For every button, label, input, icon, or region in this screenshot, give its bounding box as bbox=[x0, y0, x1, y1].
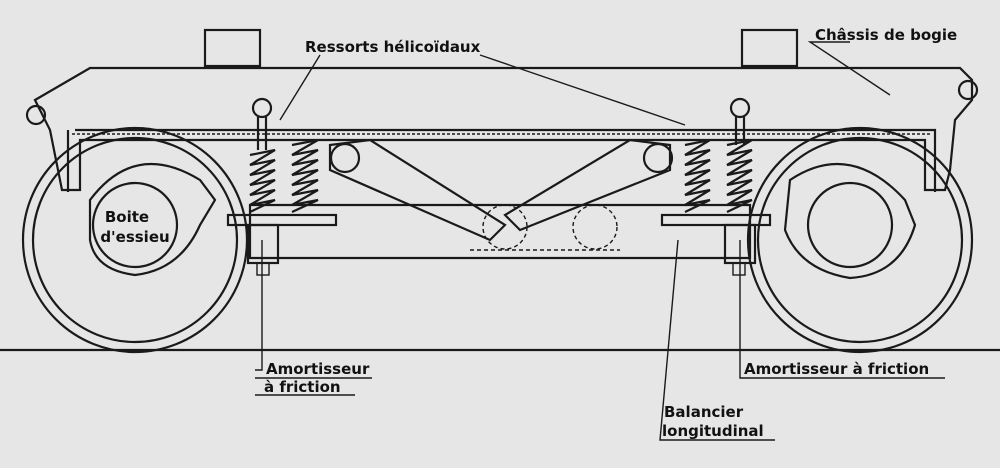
springs-label: Ressorts hélicoïdaux bbox=[305, 38, 481, 56]
coil-springs bbox=[249, 97, 753, 213]
damper-left-label-2: à friction bbox=[264, 378, 341, 396]
axlebox-label-1: Boite bbox=[105, 208, 149, 226]
frame-label: Châssis de bogie bbox=[815, 26, 957, 44]
equalizer-beam bbox=[226, 203, 772, 276]
leader-lines bbox=[255, 41, 945, 441]
damper-right-label: Amortisseur à friction bbox=[744, 360, 929, 378]
axlebox-label-2: d'essieu bbox=[100, 228, 169, 246]
bogie-frame bbox=[25, 28, 979, 192]
links bbox=[328, 138, 674, 251]
left-wheel bbox=[21, 126, 249, 354]
beam-label-2: longitudinal bbox=[662, 422, 764, 440]
right-wheel bbox=[746, 126, 974, 354]
damper-left-label-1: Amortisseur bbox=[266, 360, 370, 378]
beam-label-1: Balancier bbox=[664, 403, 744, 421]
